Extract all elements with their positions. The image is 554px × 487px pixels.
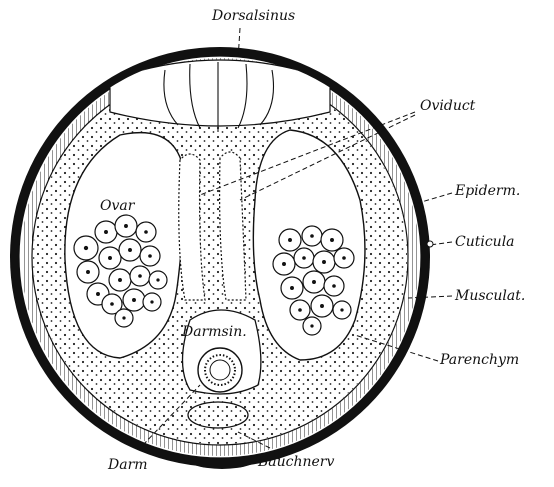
label-darm: Darm (107, 457, 148, 473)
cuticula-marker (427, 241, 433, 247)
leader-epiderm (418, 193, 452, 203)
egg-nucleus (290, 286, 294, 290)
egg-nucleus (302, 256, 306, 260)
label-darmsin: Darmsin. (181, 324, 247, 340)
label-oviduct: Oviduct (420, 98, 476, 114)
egg-nucleus (320, 304, 324, 308)
egg-nucleus (118, 278, 122, 282)
intestine (198, 348, 242, 392)
egg-nucleus (144, 230, 148, 234)
egg-nucleus (322, 260, 326, 264)
egg-nucleus (128, 248, 132, 252)
egg-nucleus (122, 316, 125, 319)
egg-nucleus (132, 298, 136, 302)
label-ovar: Ovar (100, 198, 136, 214)
egg-nucleus (110, 302, 114, 306)
egg-nucleus (86, 270, 90, 274)
label-parenchym: Parenchym (439, 352, 519, 368)
label-epiderm: Epiderm. (454, 183, 520, 199)
egg-nucleus (332, 284, 336, 288)
ventral-nerve (188, 402, 248, 428)
label-bauchnerv: Bauchnerv (257, 454, 335, 470)
egg-nucleus (124, 224, 128, 228)
egg-nucleus (156, 278, 159, 281)
egg-nucleus (148, 254, 152, 258)
egg-nucleus (96, 292, 100, 296)
egg-nucleus (310, 324, 313, 327)
egg-nucleus (108, 256, 112, 260)
egg-nucleus (84, 246, 88, 250)
egg-nucleus (298, 308, 302, 312)
egg-nucleus (310, 234, 314, 238)
egg-nucleus (282, 262, 286, 266)
label-musculat: Musculat. (454, 288, 525, 304)
egg-nucleus (288, 238, 292, 242)
egg-nucleus (312, 280, 316, 284)
egg-nucleus (330, 238, 334, 242)
egg-nucleus (340, 308, 343, 311)
egg-nucleus (150, 300, 153, 303)
egg-nucleus (138, 274, 142, 278)
label-dorsalsinus: Dorsalsinus (211, 8, 295, 24)
egg-nucleus (342, 256, 346, 260)
label-cuticula: Cuticula (455, 234, 515, 250)
egg-nucleus (104, 230, 108, 234)
